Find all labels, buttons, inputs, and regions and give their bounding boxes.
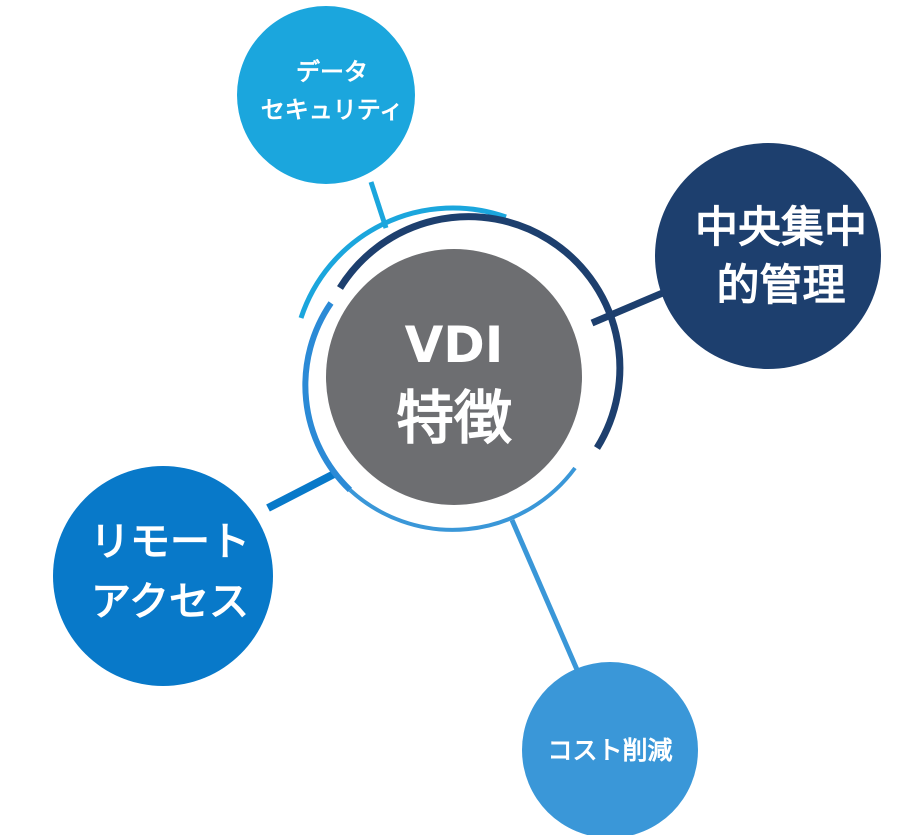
connector-cost-reduction	[509, 519, 581, 673]
node-data-security-circle	[237, 6, 415, 184]
ring-arc-bottom	[348, 466, 577, 532]
node-central-management-circle	[655, 143, 881, 369]
node-cost-reduction: コスト削減	[522, 662, 698, 835]
center-circle	[326, 249, 582, 505]
node-central-management-line1: 中央集中	[695, 203, 867, 253]
node-central-management-line2: 的管理	[717, 261, 846, 311]
ring-arc-top	[298, 205, 507, 319]
connector-central-management	[590, 288, 667, 327]
center-node: VDI 特徴	[326, 249, 582, 505]
center-label-line2: 特徴	[396, 384, 513, 452]
connector-remote-access	[266, 469, 338, 512]
node-central-management: 中央集中 的管理	[655, 143, 881, 369]
node-data-security: データ セキュリティ	[237, 6, 415, 184]
ring-arc-left	[302, 301, 353, 493]
node-data-security-line2: セキュリティ	[261, 96, 404, 124]
node-remote-access: リモート アクセス	[53, 466, 273, 686]
node-remote-access-circle	[53, 466, 273, 686]
node-cost-reduction-circle	[522, 662, 698, 835]
node-cost-reduction-label: コスト削減	[547, 736, 672, 765]
ring-arc-inner	[337, 213, 624, 450]
connector-data-security	[368, 181, 389, 229]
node-remote-access-line1: リモート	[90, 519, 250, 565]
node-remote-access-line2: アクセス	[91, 579, 249, 625]
center-label-line1: VDI	[405, 316, 504, 374]
node-data-security-line1: データ	[296, 58, 368, 86]
